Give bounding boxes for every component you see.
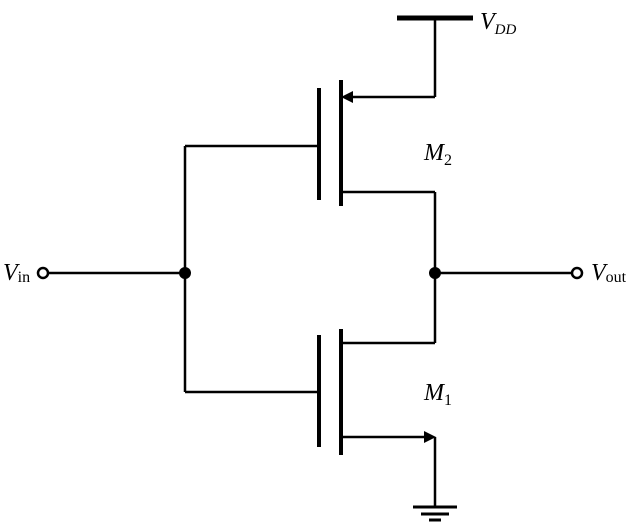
input-junction-dot [179, 267, 191, 279]
m1-source-arrow [424, 431, 436, 443]
vin-terminal [36, 266, 50, 280]
m2-source-arrow [341, 91, 353, 103]
vdd-label: VDD [480, 9, 517, 38]
m2-label-sub: 2 [444, 152, 452, 169]
vout-label-sub: out [606, 269, 627, 286]
vout-terminal [570, 266, 584, 280]
m1-label-main: M [423, 380, 446, 406]
vout-label: Vout [591, 260, 627, 286]
vin-label: Vin [3, 260, 30, 286]
vin-label-sub: in [18, 269, 30, 286]
m1-label-sub: 1 [444, 392, 452, 409]
vdd-label-main: V [480, 9, 497, 35]
vdd-label-sub: DD [494, 22, 517, 38]
vout-label-main: V [591, 260, 608, 286]
output-junction-dot [429, 267, 441, 279]
m2-label: M2 [423, 140, 452, 169]
m1-label: M1 [423, 380, 452, 409]
m2-label-main: M [423, 140, 446, 166]
vin-label-main: V [3, 260, 20, 286]
